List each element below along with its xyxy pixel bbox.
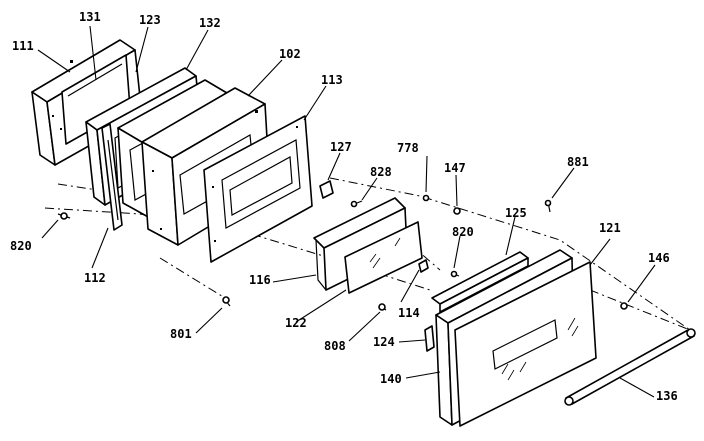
callout-828: 828 — [370, 165, 392, 179]
callout-136: 136 — [656, 389, 678, 403]
callout-112: 112 — [84, 271, 106, 285]
part-136-handle-rod — [564, 328, 696, 406]
callout-147: 147 — [444, 161, 466, 175]
part-122-glass — [344, 221, 423, 294]
callout-146: 146 — [648, 251, 670, 265]
callout-123: 123 — [139, 13, 161, 27]
callout-121: 121 — [599, 221, 621, 235]
part-820-screw — [450, 270, 460, 278]
callout-132: 132 — [199, 16, 221, 30]
part-820-screw-left — [57, 212, 71, 220]
callout-801: 801 — [170, 327, 192, 341]
callout-820-left: 820 — [10, 239, 32, 253]
part-828-screw — [350, 200, 363, 208]
part-881-screw — [544, 199, 552, 213]
part-146-cap — [620, 302, 628, 310]
part-808-screw — [378, 303, 387, 311]
callout-116: 116 — [249, 273, 271, 287]
part-114-spacer — [418, 259, 429, 273]
part-124-block — [424, 325, 435, 352]
part-112-side-trim — [101, 123, 123, 231]
callout-114: 114 — [398, 306, 420, 320]
callout-820: 820 — [452, 225, 474, 239]
callout-122: 122 — [285, 316, 307, 330]
part-127-clip — [319, 180, 334, 199]
callout-881: 881 — [567, 155, 589, 169]
callout-127: 127 — [330, 140, 352, 154]
part-121-outer-glass — [454, 261, 597, 427]
part-113-window-panel — [203, 115, 313, 263]
callout-140: 140 — [380, 372, 402, 386]
callout-131: 131 — [79, 10, 101, 24]
callout-111: 111 — [12, 39, 34, 53]
part-147-washer — [453, 207, 461, 215]
callout-808: 808 — [324, 339, 346, 353]
callout-102: 102 — [279, 47, 301, 61]
part-801-screw — [222, 296, 231, 307]
callout-leaders — [37, 25, 656, 398]
callout-113: 113 — [321, 73, 343, 87]
callout-125: 125 — [505, 206, 527, 220]
callout-labels: 111 131 123 132 102 113 127 828 778 147 … — [10, 10, 678, 403]
callout-778: 778 — [397, 141, 419, 155]
part-778-screw — [422, 194, 430, 202]
callout-124: 124 — [373, 335, 395, 349]
